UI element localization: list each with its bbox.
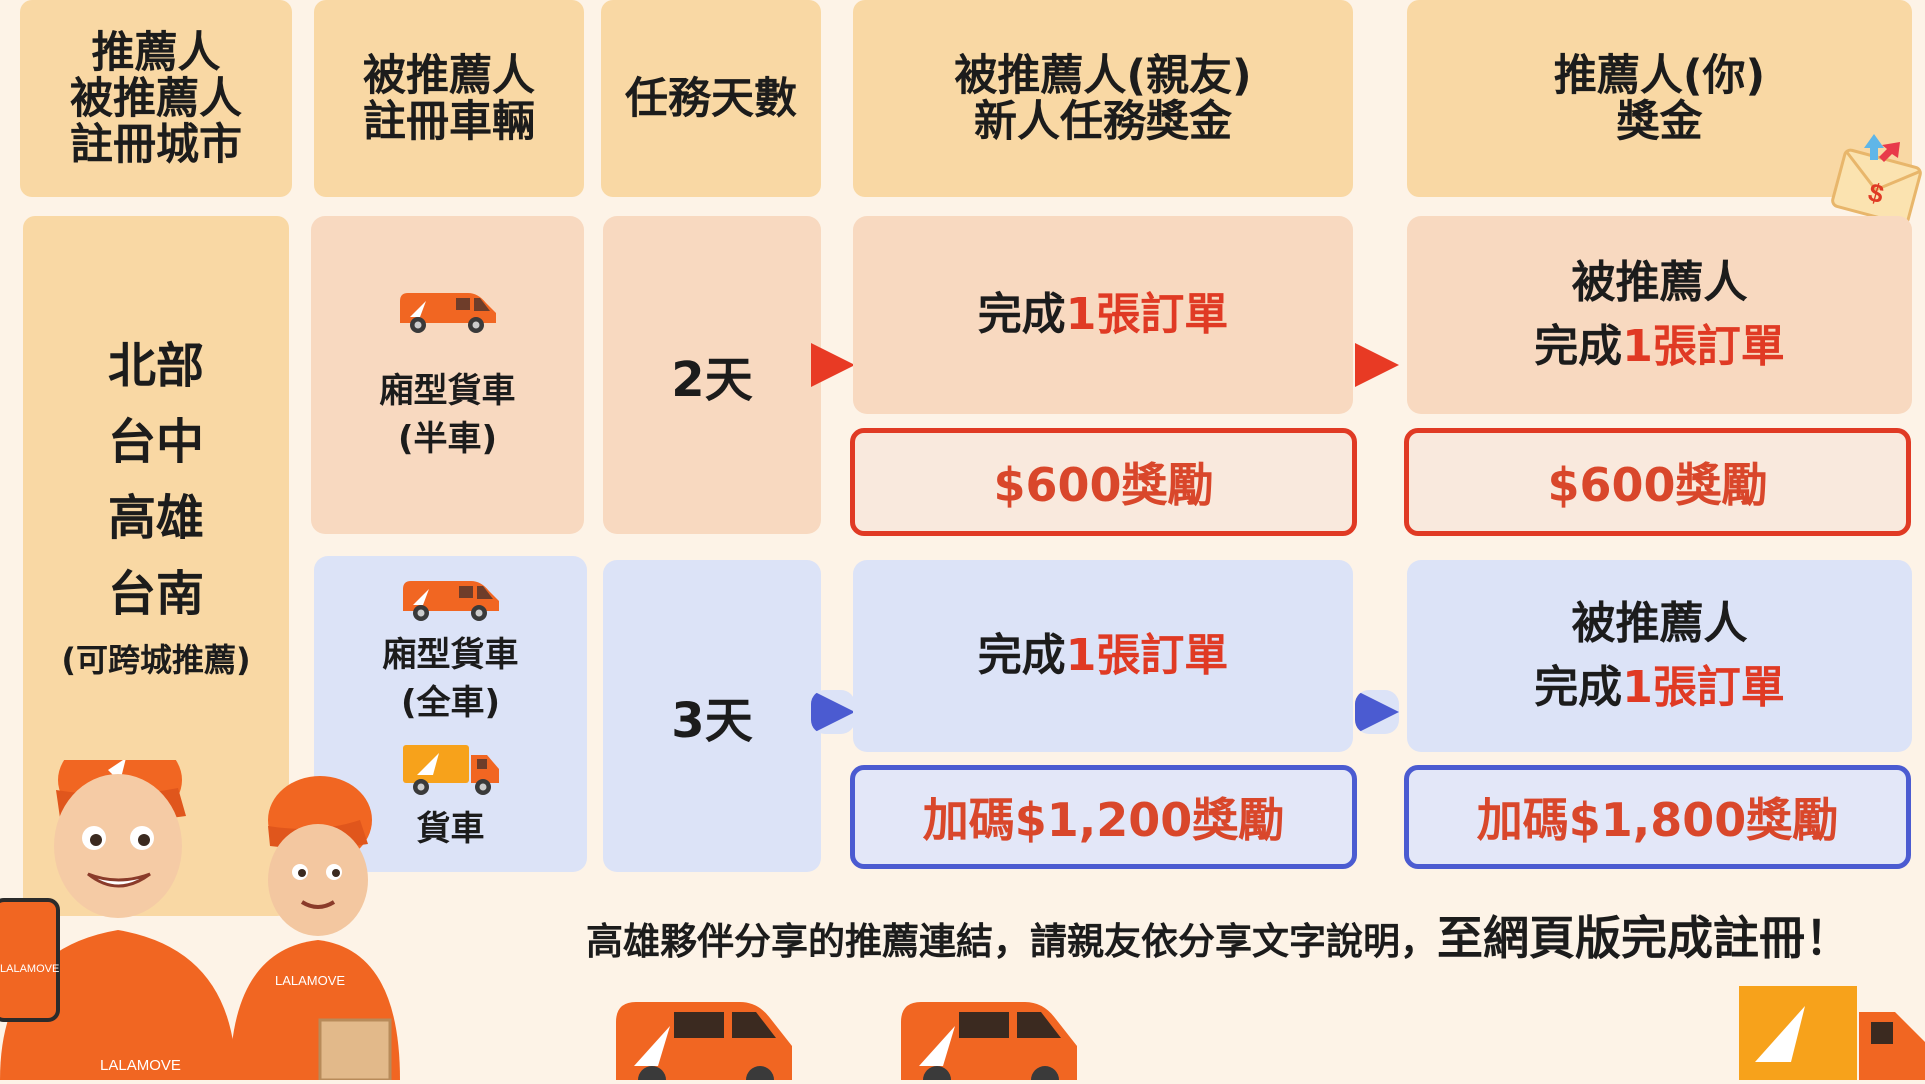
row1-vehicle-cell: 廂型貨車 (半車) (311, 216, 584, 534)
mascot-phone-logo: LALAMOVE (0, 963, 59, 975)
header-vehicle: 被推薦人 註冊車輛 (314, 0, 584, 197)
footnote-main: 高雄夥伴分享的推薦連結，請親友依分享文字說明， (586, 920, 1437, 963)
task-prefix: 完成 (977, 289, 1066, 340)
header-referee-bonus: 被推薦人(親友) 新人任務獎金 (853, 0, 1353, 197)
task-suffix: 張訂單 (1652, 662, 1785, 713)
row1-days-cell: 2天 (603, 216, 821, 534)
city-list: 北部 台中 高雄 台南 (可跨城推薦) (23, 328, 289, 688)
row2-vehicle-sub: (全車) (400, 683, 501, 723)
row1-referee-reward: $600獎勵 (850, 428, 1357, 536)
footnote: 高雄夥伴分享的推薦連結，請親友依分享文字說明，至網頁版完成註冊！ (586, 902, 1851, 968)
task-count: 1 (1622, 662, 1653, 713)
van-icon (399, 575, 503, 627)
task-prefix: 完成 (1534, 321, 1623, 372)
row2-days: 3天 (671, 693, 753, 749)
task-prefix: 完成 (1534, 662, 1623, 713)
row1-referrer-task-text: 完成1張訂單 (1534, 315, 1785, 379)
row2-referrer-reward: 加碼$1,800獎勵 (1404, 765, 1911, 869)
row2-vehicle-cell: 廂型貨車 (全車) 貨車 (314, 556, 587, 872)
header-referee-line-1: 被推薦人(親友) (954, 50, 1252, 101)
city-taichung: 台中 (107, 414, 204, 470)
row1-referrer-reward: $600獎勵 (1404, 428, 1911, 536)
row1-arrow-2 (1355, 343, 1399, 387)
row2-referee-reward: 加碼$1,200獎勵 (850, 765, 1357, 869)
row1-referrer-task: 被推薦人 完成1張訂單 (1407, 216, 1912, 414)
truck-icon (399, 741, 503, 801)
task-count: 1 (1622, 321, 1653, 372)
task-count: 1 (1065, 289, 1097, 340)
truck-illustration (1735, 982, 1925, 1080)
mascot-courier-illustration: LALAMOVE LALAMOVE LALAMOVE (0, 734, 410, 1082)
row1-arrow-1 (811, 343, 855, 387)
mascot-shirt-logo-2: LALAMOVE (275, 973, 345, 988)
header-city-line-2: 被推薦人 (70, 73, 242, 124)
header-city-line-1: 推薦人 (91, 27, 221, 78)
header-referee-line-2: 新人任務獎金 (974, 96, 1232, 147)
task-suffix: 張訂單 (1652, 321, 1785, 372)
header-city: 推薦人 被推薦人 註冊城市 (20, 0, 292, 197)
row2-referrer-task-text: 完成1張訂單 (1534, 656, 1785, 720)
city-north: 北部 (107, 338, 204, 394)
row2-vehicle-label: 廂型貨車 (382, 635, 519, 675)
city-tainan: 台南 (107, 566, 204, 622)
van-icon (396, 287, 500, 339)
header-city-line-3: 註冊城市 (70, 119, 242, 170)
van-illustration-2 (895, 992, 1085, 1084)
mascot-shirt-logo: LALAMOVE (100, 1057, 181, 1074)
task-prefix: 完成 (977, 630, 1066, 681)
row1-vehicle-label: 廂型貨車 (379, 371, 516, 411)
row2-referrer-line-1: 被推薦人 (1571, 598, 1748, 649)
row1-vehicle-sub: (半車) (397, 419, 498, 459)
row2-days-cell: 3天 (603, 560, 821, 872)
header-days-label: 任務天數 (625, 73, 797, 124)
van-illustration-1 (610, 992, 800, 1084)
row2-arrow-1 (811, 690, 855, 734)
header-days: 任務天數 (601, 0, 821, 197)
header-vehicle-line-1: 被推薦人 (363, 50, 535, 101)
gift-envelope-icon: $ (1830, 130, 1925, 230)
row1-days: 2天 (671, 352, 753, 408)
cross-city-note: (可跨城推薦) (61, 641, 251, 679)
task-suffix: 張訂單 (1096, 630, 1229, 681)
row2-referee-task-text: 完成1張訂單 (978, 624, 1229, 688)
row2-arrow-2 (1355, 690, 1399, 734)
row1-referrer-line-1: 被推薦人 (1571, 257, 1748, 308)
row2-referrer-task: 被推薦人 完成1張訂單 (1407, 560, 1912, 752)
header-referrer-line-1: 推薦人(你) (1553, 50, 1766, 101)
row1-referee-task: 完成1張訂單 (853, 216, 1353, 414)
row2-referee-task: 完成1張訂單 (853, 560, 1353, 752)
task-count: 1 (1065, 630, 1097, 681)
footnote-emphasis: 至網頁版完成註冊！ (1437, 911, 1851, 965)
city-kaohsiung: 高雄 (107, 490, 204, 546)
row2-vehicle-truck-label: 貨車 (416, 809, 485, 849)
header-referrer-line-2: 獎金 (1616, 96, 1703, 147)
task-suffix: 張訂單 (1096, 289, 1229, 340)
header-vehicle-line-2: 註冊車輛 (363, 96, 535, 147)
header-referrer-bonus: 推薦人(你) 獎金 (1407, 0, 1912, 197)
row1-referee-task-text: 完成1張訂單 (978, 283, 1229, 347)
